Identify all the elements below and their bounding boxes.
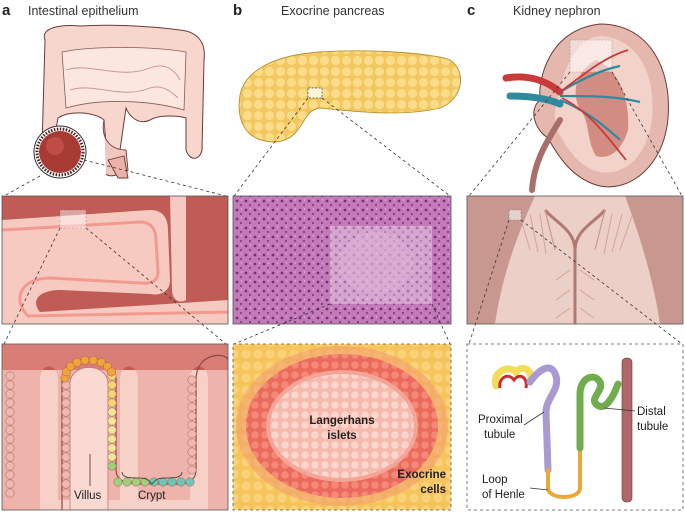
crypt-label: Crypt xyxy=(138,490,166,502)
kidney-section xyxy=(467,196,683,324)
kidney-illustration xyxy=(502,23,669,193)
panel-b-title: Exocrine pancreas xyxy=(281,4,385,18)
zoom-line xyxy=(321,97,451,197)
exocrine-label-2: cells xyxy=(420,484,446,496)
histology-section xyxy=(232,195,452,325)
distal-label-1: Distal xyxy=(637,406,666,418)
mucosa-section xyxy=(2,196,228,324)
zoom-line xyxy=(520,219,683,345)
villus-frame xyxy=(1,343,229,511)
panel-c-letter: c xyxy=(467,2,475,19)
loop-label-2: of Henle xyxy=(482,489,525,501)
zoom-line xyxy=(233,303,331,345)
zoom-line xyxy=(83,159,227,197)
exocrine-label-1: Exocrine xyxy=(397,469,446,481)
panel-c-title: Kidney nephron xyxy=(513,4,601,18)
zoom-line xyxy=(3,175,41,197)
distal-label-2: tubule xyxy=(637,421,668,433)
zoom-line xyxy=(468,219,510,345)
pancreas-illustration xyxy=(238,50,461,143)
proximal-label-2: tubule xyxy=(484,429,515,441)
distal-pointer xyxy=(603,407,636,412)
loop-label-1: Loop xyxy=(482,474,508,486)
nephron-diagram xyxy=(491,357,633,503)
crypt-brace xyxy=(121,471,183,485)
mucosa-frame xyxy=(1,195,229,325)
loop-pointer xyxy=(529,487,549,491)
zoom-line xyxy=(85,227,227,345)
zoom-box xyxy=(59,209,87,229)
panel-a-letter: a xyxy=(2,2,11,19)
intestine-illustration xyxy=(33,24,205,179)
proximal-pointer xyxy=(523,411,545,426)
villus-label: Villus xyxy=(74,490,102,502)
islet-frame xyxy=(232,343,452,511)
kidney-section-frame xyxy=(466,195,684,325)
zoom-line xyxy=(431,303,451,345)
islet-diagram xyxy=(233,344,451,510)
proximal-label-1: Proximal xyxy=(478,414,523,426)
langerhans-label-2: islets xyxy=(327,430,356,442)
epithelial-cells xyxy=(5,355,197,498)
panel-a-title: Intestinal epithelium xyxy=(28,4,138,18)
zoom-line xyxy=(468,71,571,197)
panel-b-letter: b xyxy=(233,2,242,19)
villus-crypt-section xyxy=(2,344,228,510)
langerhans-label-1: Langerhans xyxy=(309,415,374,427)
zoom-line xyxy=(233,97,309,197)
